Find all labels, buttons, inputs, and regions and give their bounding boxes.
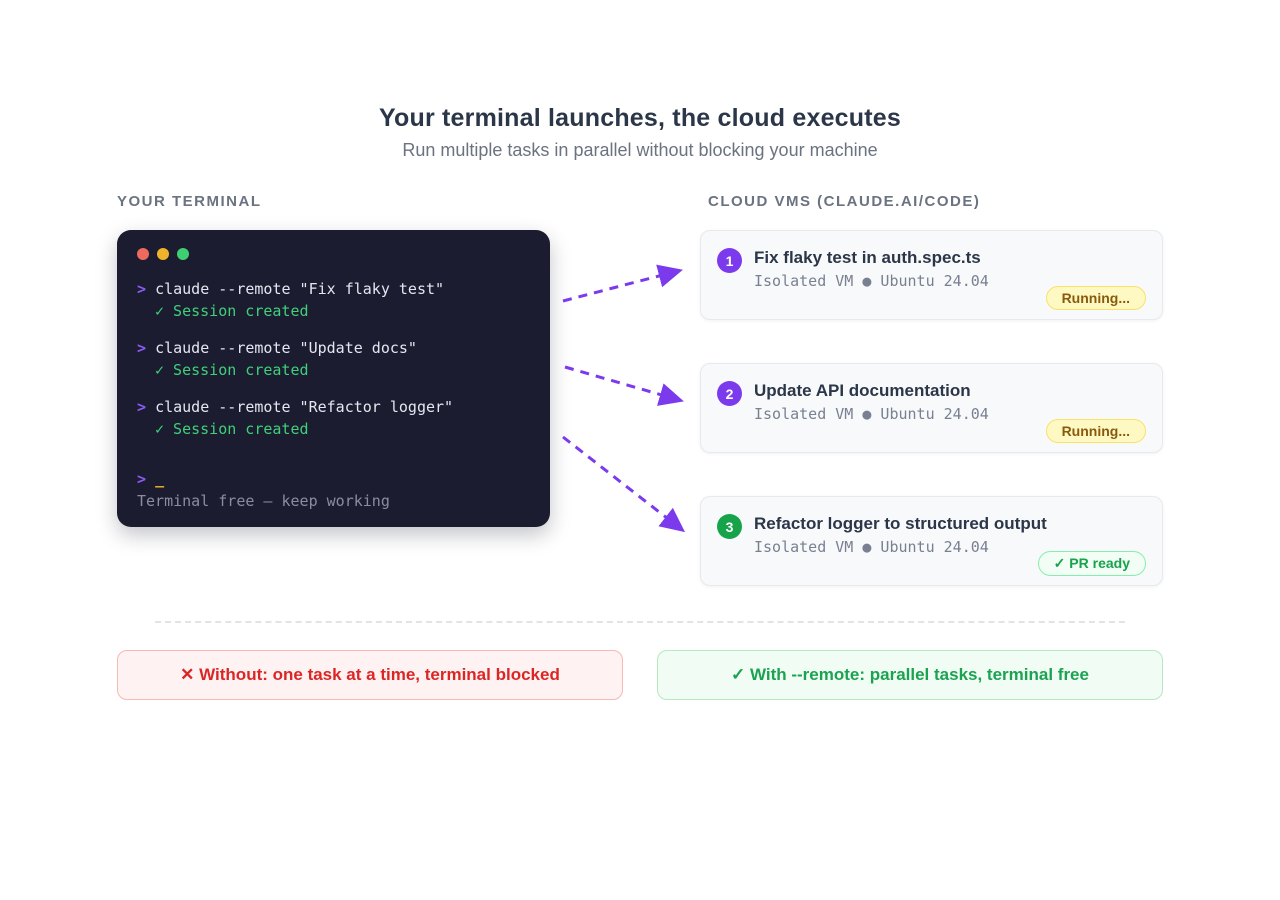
arrow-to-vm-3 bbox=[562, 435, 686, 533]
terminal-cursor: _ bbox=[155, 470, 165, 488]
cloud-vms-label: CLOUD VMS (CLAUDE.AI/CODE) bbox=[708, 193, 981, 210]
session-created-line: ✓ Session created bbox=[155, 361, 309, 379]
vm-meta: Isolated VM ● Ubuntu 24.04 bbox=[754, 538, 989, 556]
with-remote-banner: ✓ With --remote: parallel tasks, termina… bbox=[657, 650, 1163, 700]
prompt-symbol: > bbox=[137, 398, 147, 416]
page-title: Your terminal launches, the cloud execut… bbox=[379, 104, 901, 132]
command-text: claude --remote "Fix flaky test" bbox=[155, 280, 445, 298]
your-terminal-label: YOUR TERMINAL bbox=[117, 193, 262, 210]
status-badge: Running... bbox=[1045, 419, 1146, 443]
vm-number-badge: 1 bbox=[717, 248, 742, 273]
vm-card-1[interactable]: 1 Fix flaky test in auth.spec.ts Isolate… bbox=[700, 230, 1163, 320]
arrow-to-vm-2 bbox=[564, 365, 684, 406]
vm-number-badge: 2 bbox=[717, 381, 742, 406]
vm-card-3[interactable]: 3 Refactor logger to structured output I… bbox=[700, 496, 1163, 586]
terminal-free-note: Terminal free — keep working bbox=[137, 492, 390, 510]
dashed-divider bbox=[155, 621, 1125, 623]
terminal-entry: > claude --remote "Refactor logger" ✓ Se… bbox=[137, 396, 530, 440]
command-line: > claude --remote "Fix flaky test" bbox=[137, 278, 530, 300]
prompt-symbol: > bbox=[137, 339, 147, 357]
session-created-line: ✓ Session created bbox=[155, 420, 309, 438]
session-created-line: ✓ Session created bbox=[155, 302, 309, 320]
status-badge: ✓ PR ready bbox=[1037, 551, 1146, 576]
vm-task-title: Fix flaky test in auth.spec.ts bbox=[754, 248, 981, 267]
command-line: > claude --remote "Refactor logger" bbox=[137, 396, 530, 418]
status-badge: Running... bbox=[1045, 286, 1146, 310]
without-remote-banner: ✕ Without: one task at a time, terminal … bbox=[117, 650, 623, 700]
vm-task-title: Refactor logger to structured output bbox=[754, 514, 1047, 533]
command-line: > claude --remote "Update docs" bbox=[137, 337, 530, 359]
prompt-symbol: > bbox=[137, 470, 147, 488]
page-subtitle: Run multiple tasks in parallel without b… bbox=[402, 140, 878, 160]
terminal-entry: > claude --remote "Update docs" ✓ Sessio… bbox=[137, 337, 530, 381]
window-controls bbox=[137, 248, 530, 260]
maximize-window-icon[interactable] bbox=[177, 248, 189, 260]
minimize-window-icon[interactable] bbox=[157, 248, 169, 260]
terminal-body[interactable]: > claude --remote "Fix flaky test" ✓ Ses… bbox=[137, 278, 530, 512]
terminal-window: > claude --remote "Fix flaky test" ✓ Ses… bbox=[117, 230, 550, 527]
vm-task-title: Update API documentation bbox=[754, 381, 971, 400]
arrow-to-vm-1 bbox=[562, 264, 683, 303]
close-window-icon[interactable] bbox=[137, 248, 149, 260]
vm-number-badge: 3 bbox=[717, 514, 742, 539]
terminal-entry: > claude --remote "Fix flaky test" ✓ Ses… bbox=[137, 278, 530, 322]
vm-meta: Isolated VM ● Ubuntu 24.04 bbox=[754, 405, 989, 423]
prompt-symbol: > bbox=[137, 280, 147, 298]
command-text: claude --remote "Update docs" bbox=[155, 339, 417, 357]
idle-prompt-block: > _ Terminal free — keep working bbox=[137, 468, 530, 512]
vm-card-2[interactable]: 2 Update API documentation Isolated VM ●… bbox=[700, 363, 1163, 453]
command-text: claude --remote "Refactor logger" bbox=[155, 398, 454, 416]
vm-meta: Isolated VM ● Ubuntu 24.04 bbox=[754, 272, 989, 290]
